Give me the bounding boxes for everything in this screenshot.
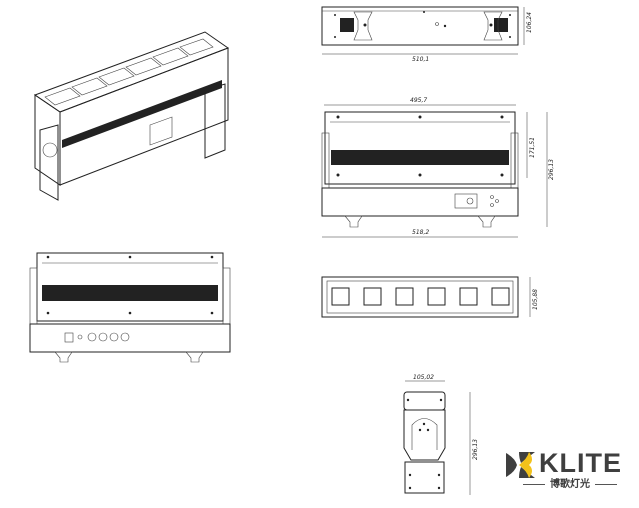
top-view: 106,24 510,1 — [321, 6, 533, 63]
logo-subtitle: 博歌灯光 — [505, 479, 635, 491]
front-view: 495,7 171,51 296,13 518,2 — [321, 97, 555, 238]
top-view-width-dim: 510,1 — [412, 56, 429, 63]
front-view-upper-height-dim: 171,51 — [529, 137, 536, 158]
logo-text: KLITE — [539, 448, 622, 478]
brand-logo: KLITE 博歌灯光 — [505, 448, 635, 498]
isometric-view — [33, 31, 230, 201]
back-view — [29, 252, 231, 363]
front-view-total-height-dim: 296,13 — [548, 159, 555, 180]
top-view-height-dim: 106,24 — [526, 12, 533, 33]
bottom-view-depth-dim: 105,88 — [532, 289, 539, 310]
side-view-height-dim: 296,13 — [472, 439, 479, 460]
bottom-view: 105,88 — [321, 276, 539, 318]
side-view: 105,02 296,13 — [403, 374, 479, 495]
front-view-base-width-dim: 518,2 — [412, 229, 429, 236]
logo-mark-icon — [506, 452, 535, 478]
side-view-width-dim: 105,02 — [413, 374, 434, 381]
front-view-top-width-dim: 495,7 — [410, 97, 427, 104]
